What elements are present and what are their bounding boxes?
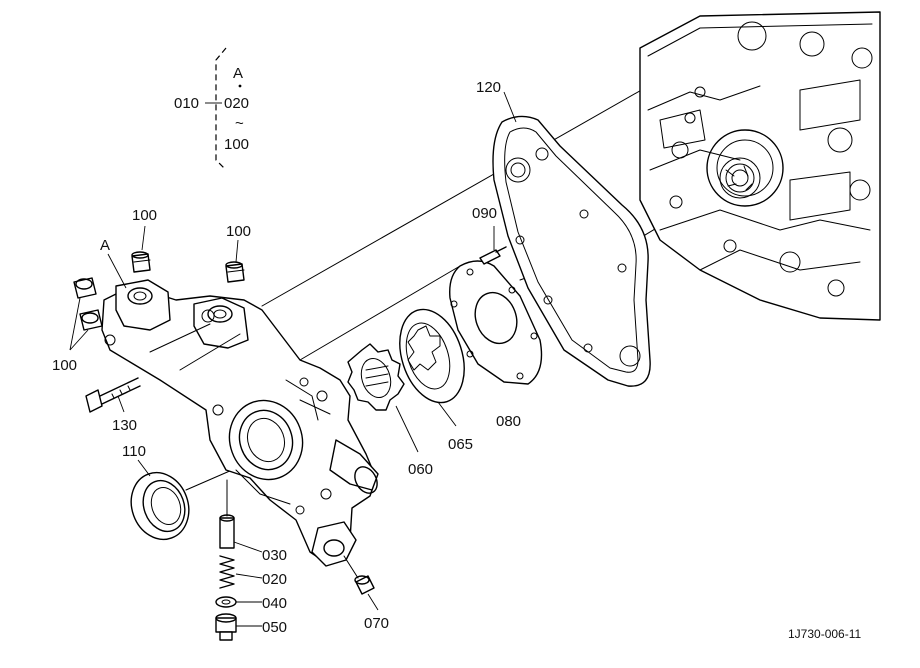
callout-child-020: 020 [224,95,249,112]
gasket-040: 040 [215,595,287,612]
label-100-side: 100 [52,357,77,374]
oil-seal-110: 110 [122,443,190,541]
plug-050: 050 [215,613,287,641]
screw-090: 090 [472,205,507,265]
label-100-top-right: 100 [226,223,251,240]
label-080: 080 [496,413,521,430]
callout-parent-label: 010 [174,95,199,112]
label-060: 060 [408,461,433,478]
label-030: 030 [262,547,287,564]
gasket-cover-120: 120 [476,79,651,387]
label-100-top-left: 100 [132,207,157,224]
label-070: 070 [364,615,389,632]
label-065: 065 [448,436,473,453]
label-020: 020 [262,571,287,588]
label-120: 120 [476,79,501,96]
bolt-130: 130 [85,377,141,434]
engine-block [639,11,881,321]
callout-child-a: A [233,65,243,82]
label-a: A [100,237,110,254]
plug-100-top-left: 100 [131,207,157,273]
callout-child-tilde: ~ [235,115,244,132]
label-110: 110 [122,443,146,460]
callout-child-100: 100 [224,136,249,153]
label-040: 040 [262,595,287,612]
gear-case-housing: A [100,237,379,567]
plug-cap-070: 070 [343,555,389,632]
label-050: 050 [262,619,287,636]
drawing-number: 1J730-006-11 [788,627,861,641]
relief-valve-030: 030 [219,479,287,564]
cover-plate-080: 080 [449,260,543,430]
plug-100-side: 100 [52,277,103,374]
label-090: 090 [472,205,497,222]
callout-bracket: 010 A 020 ~ 100 [174,47,249,171]
spring-020: 020 [219,555,287,589]
outer-rotor-065: 065 [399,308,473,453]
plug-100-top-right: 100 [225,223,251,283]
inner-rotor-060: 060 [347,343,433,478]
label-130: 130 [112,417,137,434]
